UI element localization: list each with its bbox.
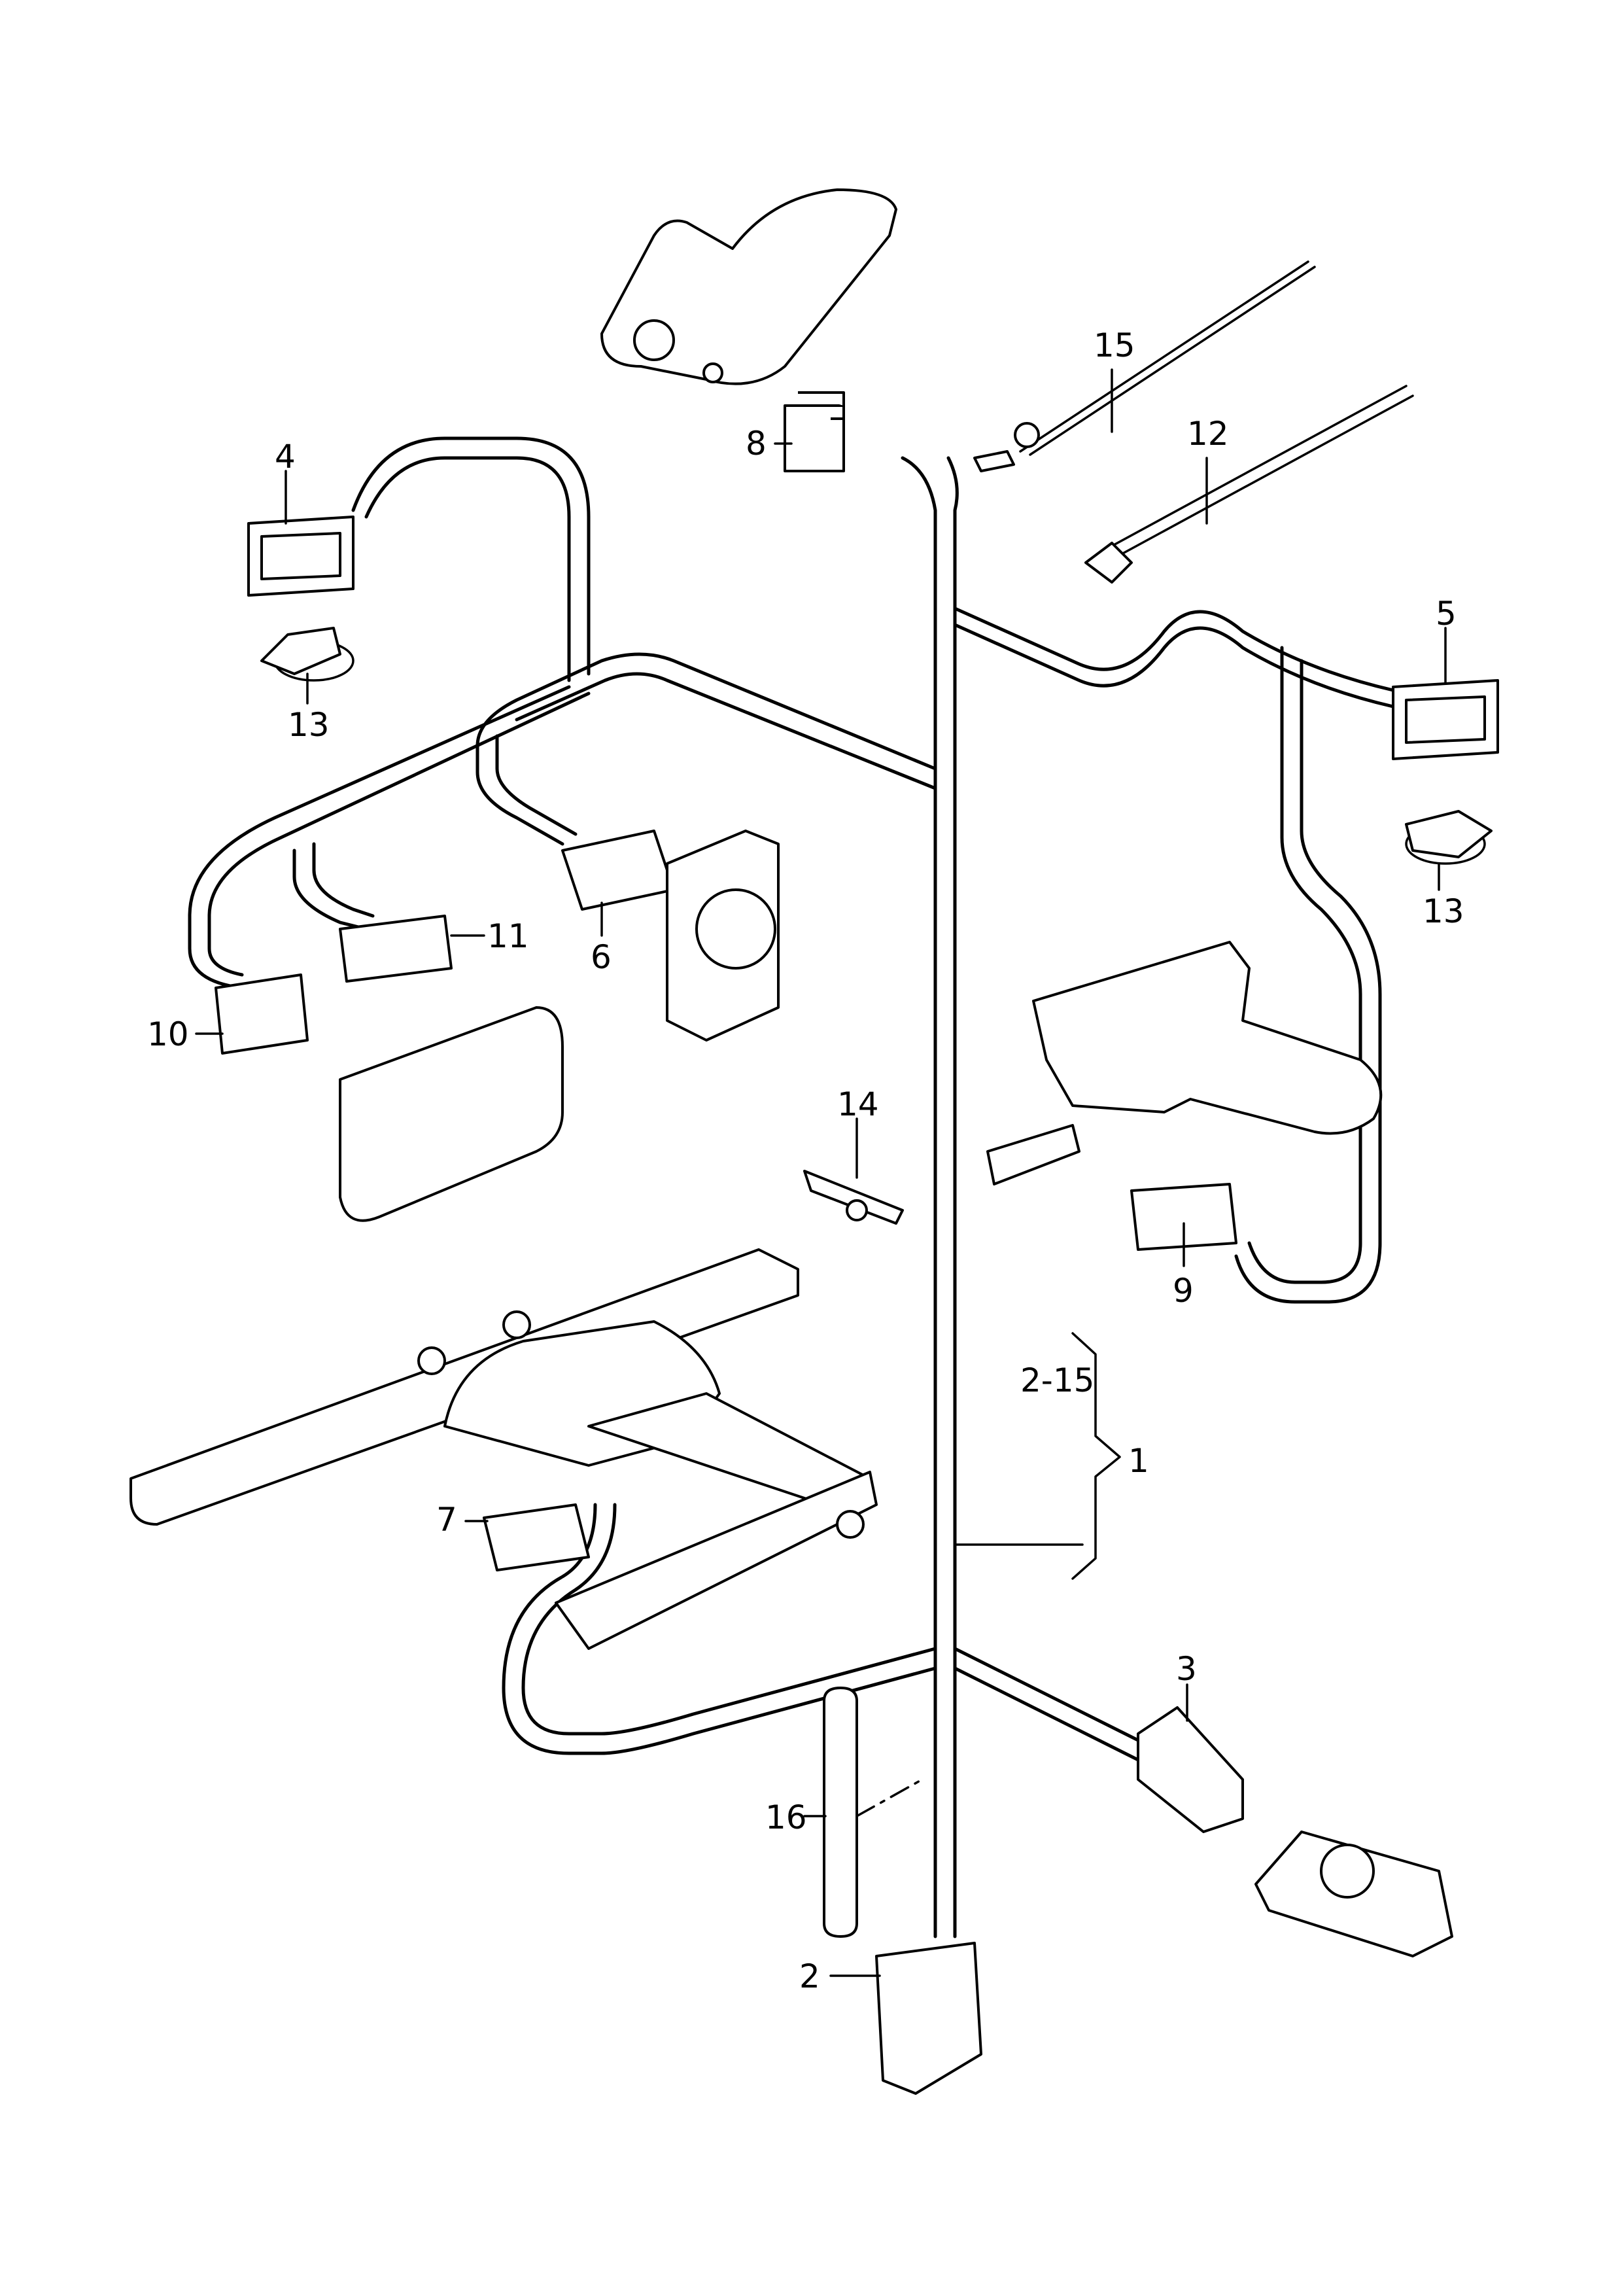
leader-lines	[195, 368, 1447, 1977]
connector-10	[215, 973, 309, 1055]
sleeve-16	[823, 1687, 858, 1938]
connector-3	[1137, 1706, 1244, 1833]
control-module	[339, 1006, 564, 1222]
callout-12: 12	[1187, 415, 1229, 453]
connector-2	[875, 1942, 982, 2095]
callout-8: 8	[746, 425, 767, 463]
assembly-bracket	[954, 1332, 1121, 1580]
clip-13-left	[260, 627, 354, 682]
callout-5: 5	[1436, 595, 1457, 633]
motor-right	[986, 941, 1383, 1185]
callout-16: 16	[765, 1798, 807, 1836]
callout-2: 2	[799, 1957, 820, 1995]
callout-labels: 1 2-15 2 3 4 5 6 7 8 9 10 11 12 13 13 14…	[147, 326, 1464, 1995]
lamp-module	[1254, 1831, 1453, 1957]
cable-tie-12	[1084, 385, 1414, 584]
connector-6	[561, 830, 675, 911]
callout-15: 15	[1094, 326, 1135, 364]
switch-block	[666, 830, 780, 1042]
clip-13-right	[1405, 810, 1493, 865]
callout-1: 1	[1128, 1442, 1149, 1480]
connector-11	[339, 915, 453, 983]
motor-top	[600, 188, 897, 385]
callout-14: 14	[837, 1085, 879, 1123]
connector-4	[247, 516, 354, 597]
clip-14	[803, 1170, 904, 1225]
callout-2-15: 2-15	[1020, 1361, 1094, 1399]
connector-9	[1130, 1183, 1237, 1251]
connector-5	[1392, 679, 1499, 760]
connector-8	[784, 391, 845, 472]
callout-9: 9	[1173, 1272, 1194, 1310]
wiring-harness	[188, 436, 1395, 1938]
callout-6: 6	[591, 938, 612, 976]
callout-7: 7	[436, 1501, 457, 1539]
connector-7	[483, 1503, 590, 1571]
callout-13-left: 13	[288, 706, 330, 744]
callout-4: 4	[275, 438, 296, 476]
callout-11: 11	[487, 917, 529, 955]
callout-10: 10	[147, 1015, 189, 1053]
cable-tie-15	[973, 260, 1316, 472]
seat-rail	[130, 1248, 878, 1650]
callout-3: 3	[1176, 1650, 1197, 1688]
callout-13-right: 13	[1423, 892, 1464, 930]
